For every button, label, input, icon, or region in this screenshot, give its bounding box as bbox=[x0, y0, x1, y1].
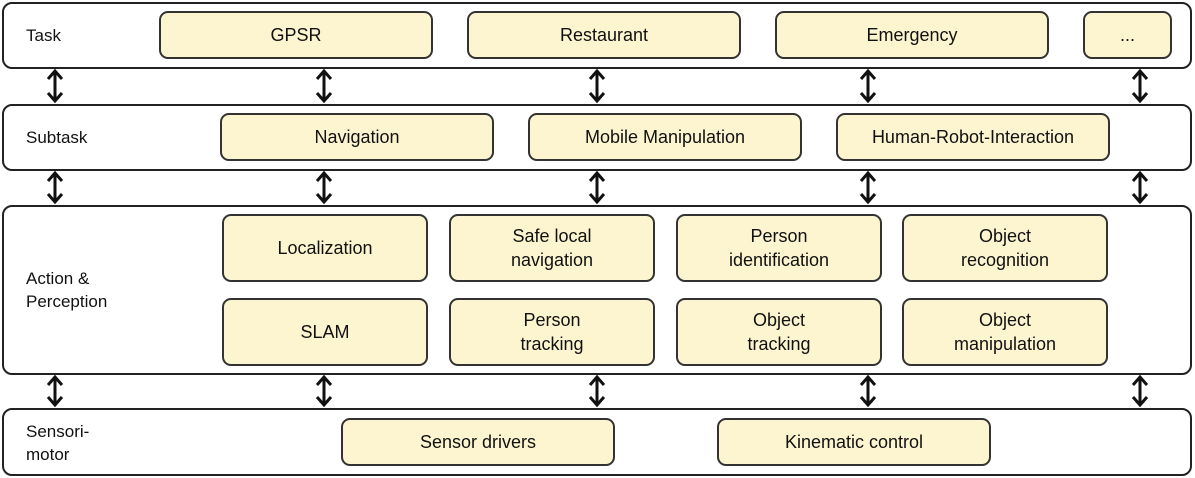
action-safe-local-navigation: Safe local navigation bbox=[449, 214, 655, 282]
double-arrow-icon bbox=[1127, 170, 1153, 205]
task-more: ... bbox=[1083, 11, 1172, 59]
double-arrow-icon bbox=[584, 374, 610, 408]
layer-label-task: Task bbox=[26, 26, 61, 45]
double-arrow-icon bbox=[311, 68, 337, 104]
subtask-human-robot-interaction: Human-Robot-Interaction bbox=[836, 113, 1110, 161]
double-arrow-icon bbox=[311, 170, 337, 205]
subtask-navigation: Navigation bbox=[220, 113, 494, 161]
double-arrow-icon bbox=[855, 374, 881, 408]
layer-label-subtask: Subtask bbox=[26, 128, 88, 147]
double-arrow-icon bbox=[584, 170, 610, 205]
perception-object-recognition: Object recognition bbox=[902, 214, 1108, 282]
double-arrow-icon bbox=[1127, 68, 1153, 104]
task-gpsr: GPSR bbox=[159, 11, 433, 59]
action-slam: SLAM bbox=[222, 298, 428, 366]
double-arrow-icon bbox=[1127, 374, 1153, 408]
layer-label-action-perception: Action & Perception bbox=[26, 269, 108, 311]
action-object-manipulation: Object manipulation bbox=[902, 298, 1108, 366]
double-arrow-icon bbox=[42, 170, 68, 205]
action-localization: Localization bbox=[222, 214, 428, 282]
subtask-mobile-manipulation: Mobile Manipulation bbox=[528, 113, 802, 161]
perception-object-tracking: Object tracking bbox=[676, 298, 882, 366]
task-emergency: Emergency bbox=[775, 11, 1049, 59]
task-restaurant: Restaurant bbox=[467, 11, 741, 59]
double-arrow-icon bbox=[855, 68, 881, 104]
layer-label-sensorimotor: Sensori- motor bbox=[26, 422, 90, 464]
sensorimotor-kinematic-control: Kinematic control bbox=[717, 418, 991, 466]
double-arrow-icon bbox=[584, 68, 610, 104]
sensorimotor-sensor-drivers: Sensor drivers bbox=[341, 418, 615, 466]
double-arrow-icon bbox=[311, 374, 337, 408]
perception-person-identification: Person identification bbox=[676, 214, 882, 282]
perception-person-tracking: Person tracking bbox=[449, 298, 655, 366]
double-arrow-icon bbox=[855, 170, 881, 205]
double-arrow-icon bbox=[42, 68, 68, 104]
double-arrow-icon bbox=[42, 374, 68, 408]
